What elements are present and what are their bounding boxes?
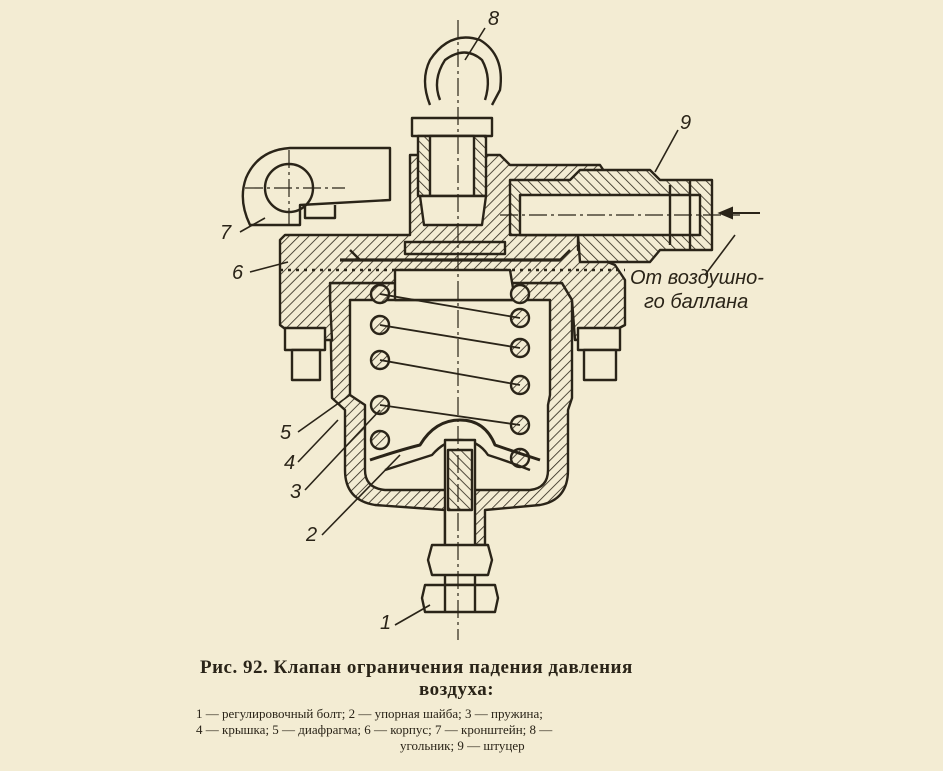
air-note-line1: От воздушно- <box>630 267 764 289</box>
elbow-8 <box>410 36 502 227</box>
spring-coils <box>379 293 521 426</box>
figure-title-line1: Рис. 92. Клапан ограничения падения давл… <box>200 657 633 678</box>
legend-line1: 1 — регулировочный болт; 2 — упорная шай… <box>196 706 543 721</box>
label-1: 1 <box>380 612 392 634</box>
figure-title-line2: воздуха: <box>419 679 495 700</box>
label-5: 5 <box>280 422 292 444</box>
valve-section-drawing <box>239 20 760 640</box>
label-8: 8 <box>488 8 500 30</box>
legend-line2: 4 — крышка; 5 — диафрагма; 6 — корпус; 7… <box>196 722 553 737</box>
label-2: 2 <box>306 524 318 546</box>
air-inlet-arrow <box>717 206 760 220</box>
air-note-line2: го баллана <box>644 291 749 313</box>
legend-line3: угольник; 9 — штуцер <box>400 738 525 753</box>
adjusting-bolt-1 <box>420 438 500 614</box>
label-6: 6 <box>232 262 244 284</box>
air-source-note: От воздушно- го баллана <box>630 266 764 314</box>
figure-legend: 1 — регулировочный болт; 2 — упорная шай… <box>196 706 766 754</box>
label-7: 7 <box>220 222 232 244</box>
label-3: 3 <box>290 481 302 503</box>
label-9: 9 <box>680 112 692 134</box>
label-4: 4 <box>284 452 296 474</box>
bracket-7 <box>241 146 392 227</box>
figure-title: Рис. 92. Клапан ограничения падения давл… <box>200 657 760 701</box>
